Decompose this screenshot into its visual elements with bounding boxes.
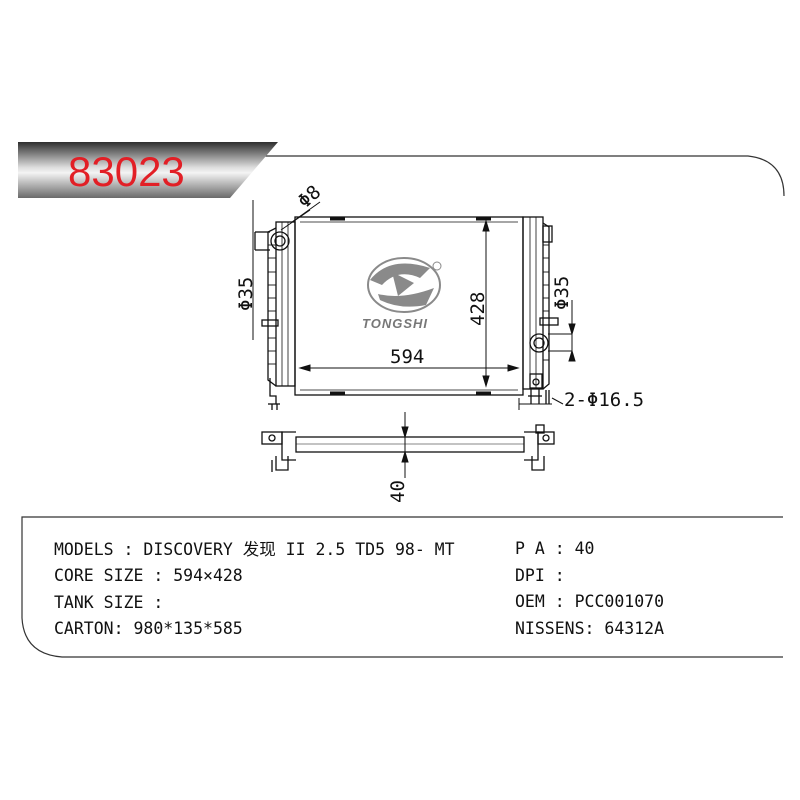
spec-nissens: NISSENS: 64312A	[515, 619, 665, 638]
left-pipe-label: Φ35	[235, 277, 257, 311]
brand-name: TONGSHI	[362, 316, 428, 331]
thickness-label: 40	[387, 480, 409, 503]
spec-oem: OEM : PCC001070	[515, 592, 665, 611]
spec-carton: CARTON: 980*135*585	[54, 619, 243, 638]
spec-core-size: CORE SIZE : 594×428	[54, 566, 243, 585]
spec-tank-size: TANK SIZE :	[54, 593, 164, 612]
tongshi-logo: TONGSHI	[362, 257, 442, 331]
spec-pa: P A : 40	[515, 539, 595, 558]
radiator-front-view	[254, 216, 559, 410]
inlet-diameter-label: Φ8	[294, 181, 326, 213]
info-box-outline	[21, 516, 783, 658]
radiator-side-view	[261, 424, 555, 472]
spec-models: MODELS : DISCOVERY 发现 II 2.5 TD5 98- MT	[54, 540, 455, 559]
height-label: 428	[467, 292, 489, 326]
thickness-dimension	[401, 412, 409, 478]
width-label: 594	[390, 346, 424, 368]
mount-holes-label: 2-Φ16.5	[564, 389, 644, 411]
part-number-banner	[18, 142, 278, 198]
spec-dpi: DPI :	[515, 566, 565, 585]
dimension-lines	[252, 200, 576, 410]
upper-frame-outline	[248, 155, 785, 197]
part-number: 83023	[68, 148, 185, 195]
right-pipe-label: Φ35	[551, 276, 573, 310]
